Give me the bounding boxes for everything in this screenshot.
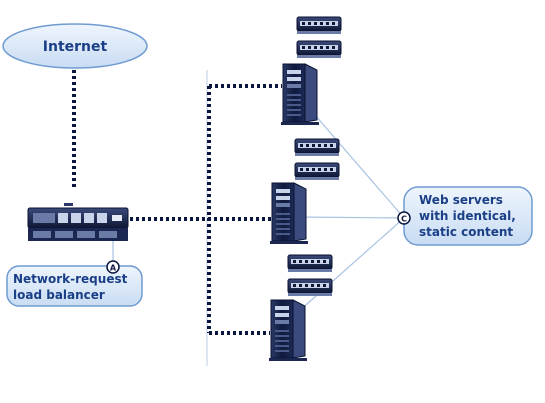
rack-server-icon [296, 40, 342, 58]
web-servers-label-box: Web servers with identical, static conte… [403, 186, 533, 246]
connector-line-top [301, 99, 405, 219]
web-servers-label-line2: with identical, [419, 209, 516, 223]
internet-label: Internet [43, 39, 108, 55]
tower-server-icon [269, 299, 307, 361]
callout-connector-lines [112, 99, 405, 313]
load-balancer-label-line2: load balancer [13, 288, 105, 302]
rack-server-icon [294, 138, 340, 156]
load-balancer-label-line1: Network-request [13, 272, 128, 286]
callout-circle-icon: C [397, 211, 411, 225]
rack-servers [287, 16, 342, 296]
network-cables [72, 70, 282, 335]
balancer-status-led [64, 203, 73, 206]
connector-line-bottom [297, 217, 405, 313]
rack-server-icon [287, 278, 333, 296]
internet-cloud: Internet [2, 23, 148, 69]
load-balancer-label-box: Network-request load balancer [6, 265, 143, 307]
tower-server-icon [281, 63, 319, 125]
callout-circle-icon: A [106, 260, 120, 274]
web-servers-label-line3: static content [419, 225, 513, 239]
rack-server-icon [294, 162, 340, 180]
callout-a-label: A [110, 264, 117, 273]
callout-c-label: C [401, 215, 407, 224]
tower-servers [269, 63, 319, 361]
load-balancer-icon [27, 207, 129, 241]
tower-server-icon [270, 182, 308, 244]
rack-server-icon [287, 254, 333, 272]
web-servers-label-line1: Web servers [419, 193, 503, 207]
connector-line-middle [299, 216, 405, 219]
cloud-shape [2, 23, 148, 69]
rack-server-icon [296, 16, 342, 34]
